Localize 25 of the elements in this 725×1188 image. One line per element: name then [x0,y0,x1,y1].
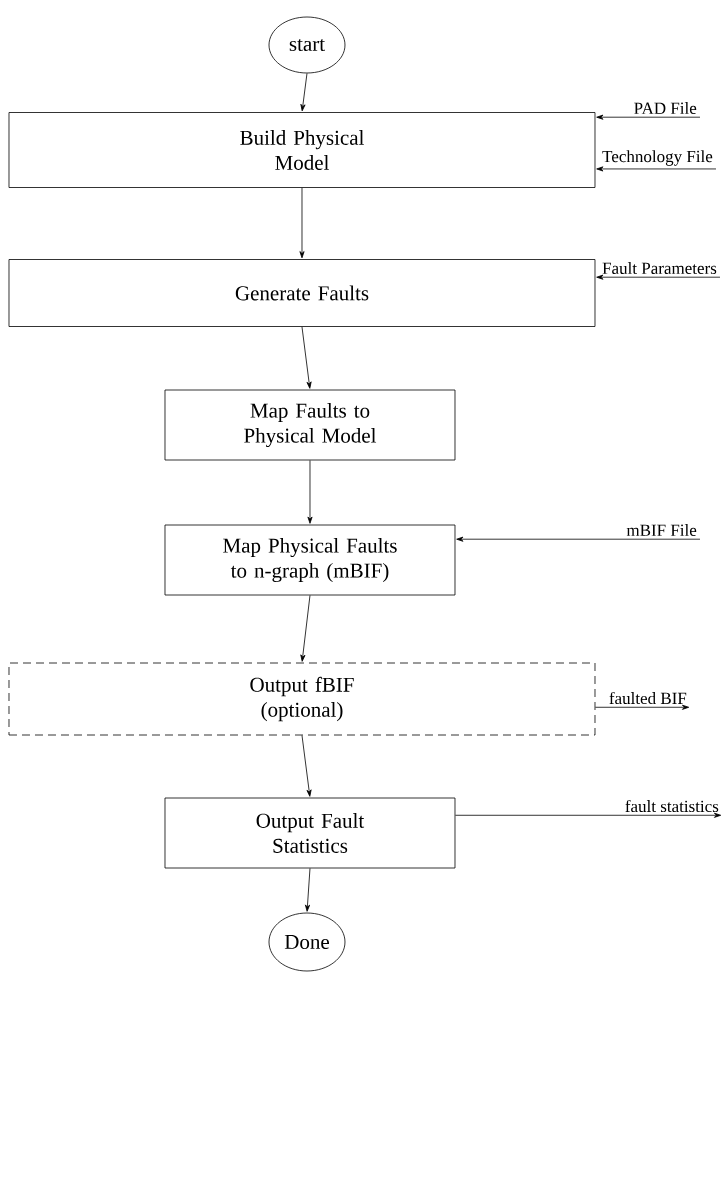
io-label: Fault Parameters [602,262,717,274]
process-box: Build Physical Model [8,112,596,188]
io-label: PAD File [634,102,697,114]
io-label: Technology File [602,150,713,166]
arrow [455,812,722,818]
arrow [596,274,721,280]
process-box: Output Fault Statistics [164,797,456,869]
optional-process-box: Output fBIF (optional) [8,662,596,736]
arrow [307,460,313,524]
arrow [300,595,311,662]
process-box: Map Faults to Physical Model [164,389,456,461]
process-box: Map Physical Faults to n-graph (mBIF) [164,524,456,596]
arrow [300,73,308,112]
io-label: mBIF File [626,524,697,536]
arrow [596,114,701,120]
arrow [305,868,311,912]
arrow [301,326,312,389]
process-box: Generate Faults [8,259,596,327]
io-label: faulted BIF [609,691,687,705]
arrow [596,166,717,172]
arrow [456,536,701,542]
arrow [595,704,690,710]
arrow [301,735,312,797]
io-label: fault statistics [625,799,719,813]
arrow [299,187,305,259]
